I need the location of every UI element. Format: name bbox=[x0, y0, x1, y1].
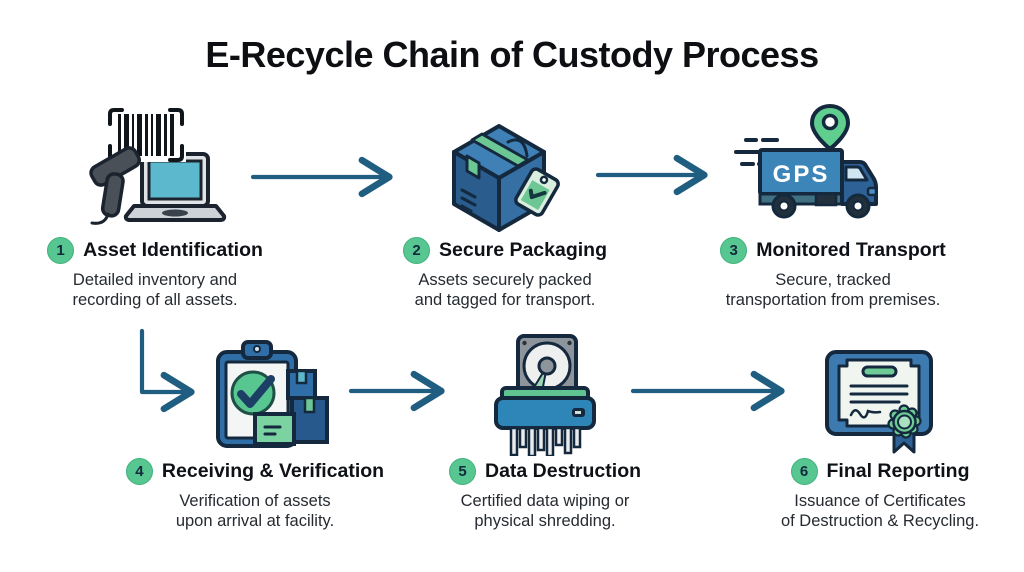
step-number-badge: 6 bbox=[790, 458, 818, 485]
step-6-final-reporting: 6 Final Reporting Issuance of Certificat… bbox=[745, 458, 1015, 531]
certificate-seal-icon bbox=[825, 350, 933, 454]
step-description: Issuance of Certificates of Destruction … bbox=[780, 492, 980, 531]
barcode-scanner-laptop-icon bbox=[89, 106, 227, 225]
step-3-monitored-transport: 3 Monitored Transport Secure, tracked tr… bbox=[690, 237, 976, 310]
step-2-secure-packaging: 2 Secure Packaging Assets securely packe… bbox=[385, 237, 625, 310]
step-description: Verification of assets upon arrival at f… bbox=[175, 492, 335, 531]
step-number-badge: 4 bbox=[125, 458, 153, 485]
step-title: Monitored Transport bbox=[756, 239, 946, 261]
step-title: Receiving & Verification bbox=[161, 460, 385, 482]
step-4-receiving-verification: 4 Receiving & Verification Verification … bbox=[110, 458, 400, 531]
step-title: Asset Identification bbox=[83, 239, 263, 261]
step-number-badge: 5 bbox=[448, 458, 476, 485]
step-description: Certified data wiping or physical shredd… bbox=[460, 492, 630, 531]
step-description: Assets securely packed and tagged for tr… bbox=[414, 271, 596, 310]
clipboard-checklist-boxes-icon bbox=[216, 340, 329, 448]
step-number-badge: 1 bbox=[47, 237, 75, 264]
arrow-step1-to-step4-elbow bbox=[139, 328, 195, 413]
step-description: Secure, tracked transportation from prem… bbox=[725, 271, 941, 310]
gps-truck-icon: GPS bbox=[734, 103, 878, 219]
step-title: Secure Packaging bbox=[439, 239, 607, 261]
hard-drive-shredder-icon bbox=[494, 334, 596, 456]
step-number-badge: 2 bbox=[403, 237, 430, 264]
tagged-package-box-icon bbox=[452, 124, 560, 232]
step-title: Data Destruction bbox=[484, 460, 642, 482]
step-1-asset-identification: 1 Asset Identification Detailed inventor… bbox=[20, 237, 290, 310]
page-title: E-Recycle Chain of Custody Process bbox=[205, 34, 819, 75]
step-title: Final Reporting bbox=[826, 460, 970, 482]
gps-truck-label: GPS bbox=[773, 161, 830, 188]
step-description: Detailed inventory and recording of all … bbox=[72, 271, 238, 310]
step-number-badge: 3 bbox=[720, 237, 748, 264]
step-5-data-destruction: 5 Data Destruction Certified data wiping… bbox=[420, 458, 670, 531]
